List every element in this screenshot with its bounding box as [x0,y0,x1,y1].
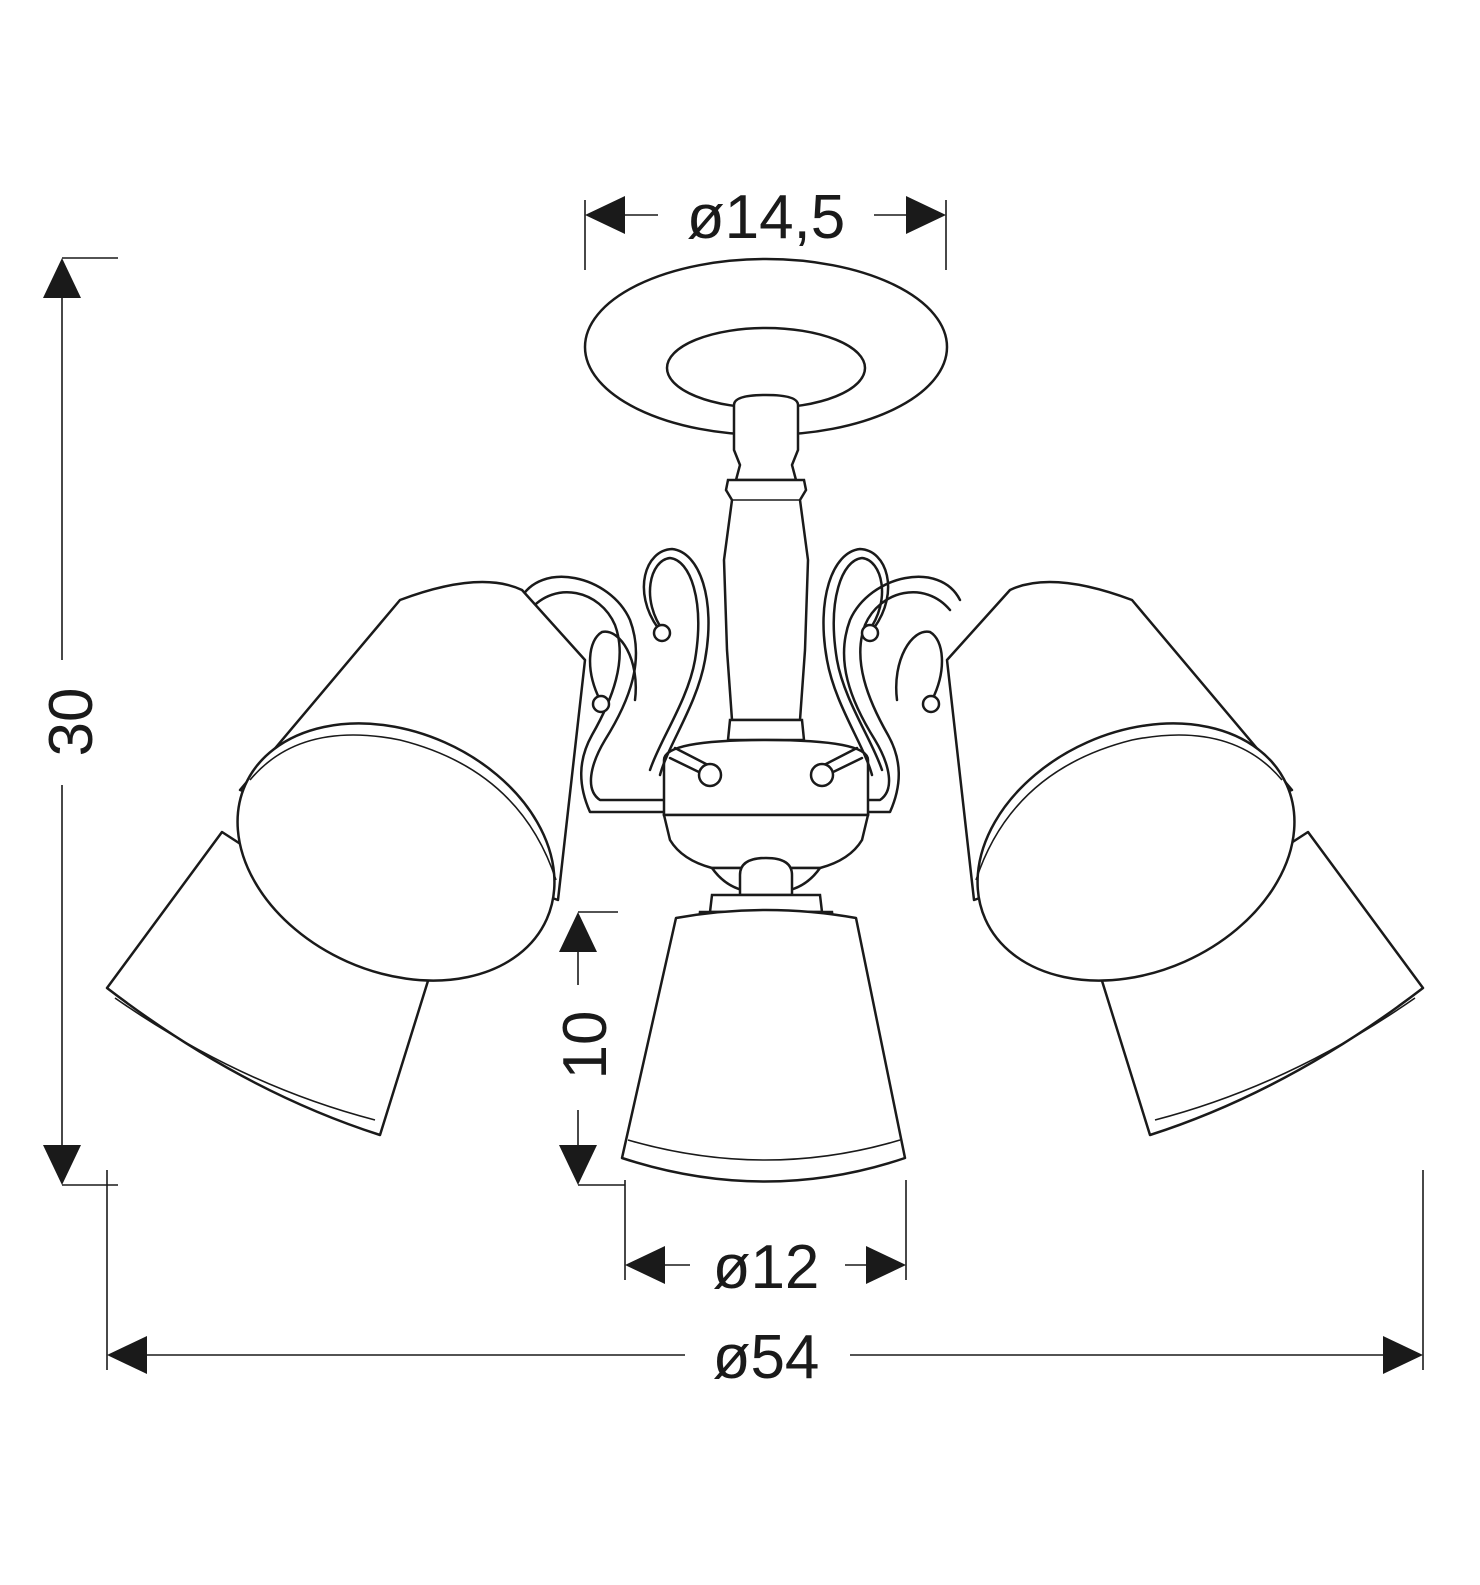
shade-back-left [105,830,434,1137]
shade-center [620,856,907,1183]
dimension-total-height: 30 [37,257,118,1186]
ceiling-lamp [105,257,1425,1183]
dimension-canopy-diameter: ø14,5 [584,183,947,270]
shade-front-right [945,580,1296,982]
shade-height-label: 10 [551,1011,620,1080]
canopy-diameter-label: ø14,5 [687,183,846,252]
dimension-shade-height: 10 [551,911,625,1186]
shade-diameter-label: ø12 [713,1233,820,1302]
shade-front-left [236,580,587,982]
dimension-total-diameter: ø54 [106,1170,1424,1392]
canopy [583,257,949,437]
total-diameter-label: ø54 [713,1323,820,1392]
decorative-scrolls [588,547,944,777]
total-height-label: 30 [37,688,106,757]
dimension-shade-diameter: ø12 [624,1180,907,1302]
shade-back-right [1096,830,1425,1137]
stem [722,393,810,742]
